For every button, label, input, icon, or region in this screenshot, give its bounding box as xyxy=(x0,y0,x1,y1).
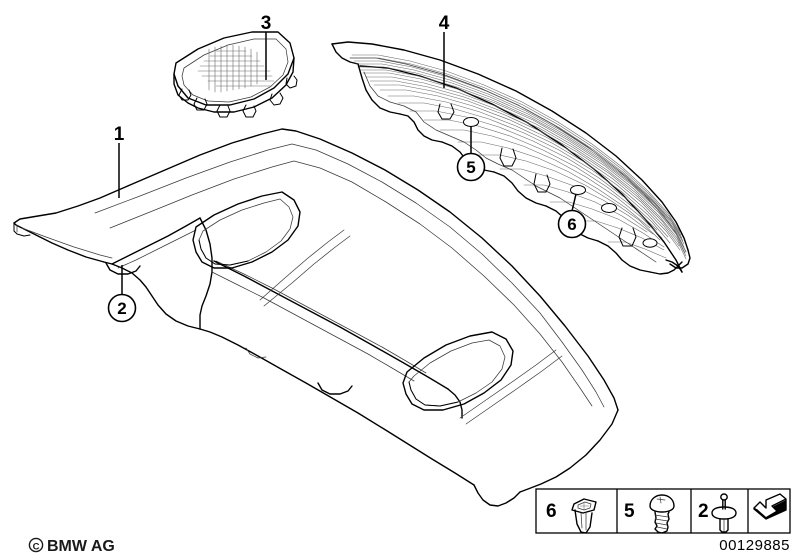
part-rear-window-shelf-panel xyxy=(13,128,619,507)
speaker-opening-right xyxy=(402,331,514,411)
legend-item-5[interactable]: 5 xyxy=(624,494,675,534)
callout-1[interactable]: 1 xyxy=(114,124,125,198)
mounting-hole-6c xyxy=(642,238,658,248)
grille-clips xyxy=(178,75,298,118)
callout-2[interactable]: 2 xyxy=(107,265,137,323)
legend-item-2-label: 2 xyxy=(698,501,709,522)
part-speaker-grille-cover xyxy=(173,31,298,118)
callout-6[interactable]: 6 xyxy=(557,193,587,239)
mounting-hole-5 xyxy=(463,117,479,127)
legend-box: 6 5 xyxy=(535,488,791,534)
callout-3[interactable]: 3 xyxy=(261,13,272,80)
callout-6-label: 6 xyxy=(567,215,576,234)
legend-item-6[interactable]: 6 xyxy=(546,498,597,534)
callout-5-circle xyxy=(456,152,486,182)
bent-arrow-icon xyxy=(753,493,787,520)
legend-item-6-label: 6 xyxy=(546,501,557,522)
push-pin-icon xyxy=(711,493,737,533)
callout-2-label: 2 xyxy=(117,299,126,318)
expanding-rivet-icon xyxy=(571,498,597,534)
part-vent-grille-strip xyxy=(331,41,691,275)
copyright-symbol-circle xyxy=(28,537,44,553)
callout-6-circle xyxy=(557,209,587,239)
callout-5-label: 5 xyxy=(466,158,475,177)
callout-3-label: 3 xyxy=(261,13,272,34)
callout-1-label: 1 xyxy=(114,124,125,145)
copyright-label: BMW AG xyxy=(47,538,115,555)
copyright-symbol-c: C xyxy=(33,542,40,553)
legend-item-2[interactable]: 2 xyxy=(698,493,737,533)
speaker-opening-left xyxy=(192,191,301,269)
callout-5[interactable]: 5 xyxy=(456,126,486,182)
callouts-layer: 1 2 3 4 5 xyxy=(107,13,587,323)
legend-item-5-label: 5 xyxy=(624,501,635,522)
mounting-hole-6b xyxy=(601,203,617,213)
legend-arrow-cell[interactable] xyxy=(753,493,787,520)
copyright: C BMW AG xyxy=(28,537,115,555)
callout-2-circle xyxy=(107,293,137,323)
vent-louvers xyxy=(351,54,687,260)
callout-4-label: 4 xyxy=(439,13,450,34)
screw-icon xyxy=(649,494,675,534)
callout-4[interactable]: 4 xyxy=(439,13,450,88)
grille-crosshatch-pattern xyxy=(197,44,275,93)
footer: C BMW AG 00129885 xyxy=(28,537,790,555)
callout-6-leader xyxy=(571,193,577,212)
mounting-hole-6a xyxy=(570,185,586,195)
part-number-label: 00129885 xyxy=(719,537,790,554)
